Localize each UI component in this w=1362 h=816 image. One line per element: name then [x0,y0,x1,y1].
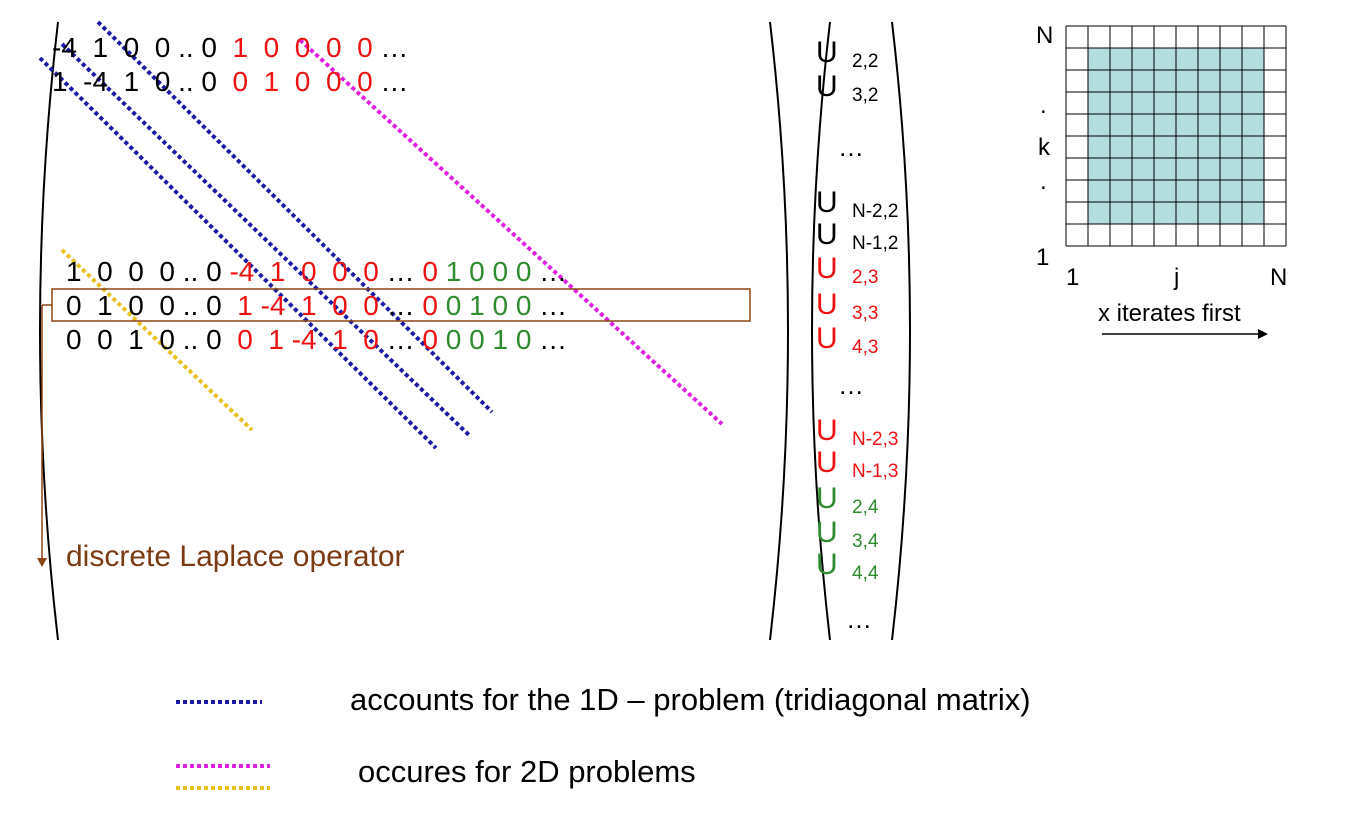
grid-label-y-dot-1: . [1040,92,1047,119]
grid-label-y-mid: k [1038,134,1050,161]
matrix-segment: … [531,256,568,287]
vector-entry-letter: U [816,322,838,355]
grid-label-y-bottom: 1 [1036,244,1050,271]
vector-entry-subscript: 4,3 [852,337,879,358]
matrix-right-paren [769,21,789,641]
blue-diagonal-1 [96,20,494,414]
matrix-row-mid-1: 1 0 0 0 .. 0 -4 1 0 0 0 … 0 1 0 0 0 … [66,258,567,286]
matrix-segment: 1 -4 1 0 0 [237,290,379,321]
vector-entry-letter: U [816,218,838,251]
vector-entry-letter: U [816,252,838,285]
matrix-segment: … [531,290,568,321]
matrix-segment: … [372,66,409,97]
grid-label-x-mid: j [1174,264,1180,291]
matrix-left-paren [39,21,59,641]
laplace-annotation: discrete Laplace operator [66,540,405,573]
vector-entry-letter: U [816,516,838,549]
vector-entry-subscript: 3,2 [852,85,879,106]
matrix-segment: 0 [422,256,438,287]
annotation-arrowhead [37,558,47,567]
vector-entry-letter: U [816,446,838,479]
vector-ellipsis-2: … [838,370,864,400]
vector-entry-letter: U [816,288,838,321]
matrix-segment: … [378,290,423,321]
vector-entry-letter: U [816,482,838,515]
matrix-segment: 1 0 0 0 0 [232,32,373,63]
matrix-row-1: -4 1 0 0 .. 0 1 0 0 0 0 … [52,34,408,62]
matrix-segment: 0 1 0 0 .. 0 [66,290,238,321]
legend-2d-text: occures for 2D problems [358,754,696,789]
matrix-segment: … [378,324,423,355]
grid-caption: x iterates first [1098,300,1241,327]
vector-entry-subscript: 3,3 [852,303,879,324]
vector-ellipsis-3: … [846,604,872,634]
vector-entry-subscript: N-2,3 [852,429,899,450]
grid-label-y-top: N [1036,22,1054,49]
blue-diagonal-2 [60,42,472,438]
vector-entry-subscript: 2,3 [852,267,879,288]
vector-left-paren [811,21,831,641]
matrix-segment: 0 0 1 0 [438,324,532,355]
yellow-diagonal [60,248,254,432]
blue-diagonal-3 [38,56,438,450]
matrix-segment: 1 0 0 0 .. 0 [66,256,230,287]
vector-entry-letter: U [816,414,838,447]
vector-entry-letter: U [816,186,838,219]
vector-entry-subscript: 2,2 [852,51,879,72]
vector-entry-subscript: 3,4 [852,531,879,552]
vector-entry-subscript: N-1,3 [852,461,899,482]
grid-label-x-right: N [1270,264,1288,291]
matrix-row-mid-3: 0 0 1 0 .. 0 0 1 -4 1 0 … 0 0 0 1 0 … [66,326,567,354]
grid-label-x-left: 1 [1066,264,1080,291]
vector-entry-letter: U [816,70,838,103]
matrix-segment: … [378,256,423,287]
caption-arrowhead [1258,329,1268,339]
matrix-segment: 0 1 0 0 [438,290,532,321]
matrix-segment: 1 0 0 0 [438,256,532,287]
matrix-row-2: 1 -4 1 0 .. 0 0 1 0 0 0 … [52,68,408,96]
vector-entry-letter: U [816,36,838,69]
vector-right-paren [891,21,911,641]
vector-entry-subscript: N-2,2 [852,201,899,222]
matrix-segment: 0 0 1 0 .. 0 [66,324,238,355]
vector-entry-subscript: 2,4 [852,497,879,518]
vector-ellipsis-1: … [838,132,864,162]
matrix-segment: -4 1 0 0 0 [229,256,379,287]
vector-entry-subscript: N-1,2 [852,233,899,254]
matrix-segment: 0 1 -4 1 0 [237,324,379,355]
legend-1d-text: accounts for the 1D – problem (tridiagon… [350,682,1031,717]
grid-label-y-dot-2: . [1040,168,1047,195]
matrix-row-mid-2: 0 1 0 0 .. 0 1 -4 1 0 0 … 0 0 1 0 0 … [66,292,567,320]
matrix-segment: … [531,324,568,355]
matrix-segment: -4 1 0 0 .. 0 [52,32,233,63]
vector-entry-subscript: 4,4 [852,563,879,584]
matrix-segment: 0 [422,324,438,355]
vector-entry-letter: U [816,548,838,581]
matrix-segment: 0 [422,290,438,321]
matrix-segment: 1 -4 1 0 .. 0 [52,66,233,97]
matrix-segment: 0 1 0 0 0 [232,66,373,97]
matrix-segment: … [372,32,409,63]
